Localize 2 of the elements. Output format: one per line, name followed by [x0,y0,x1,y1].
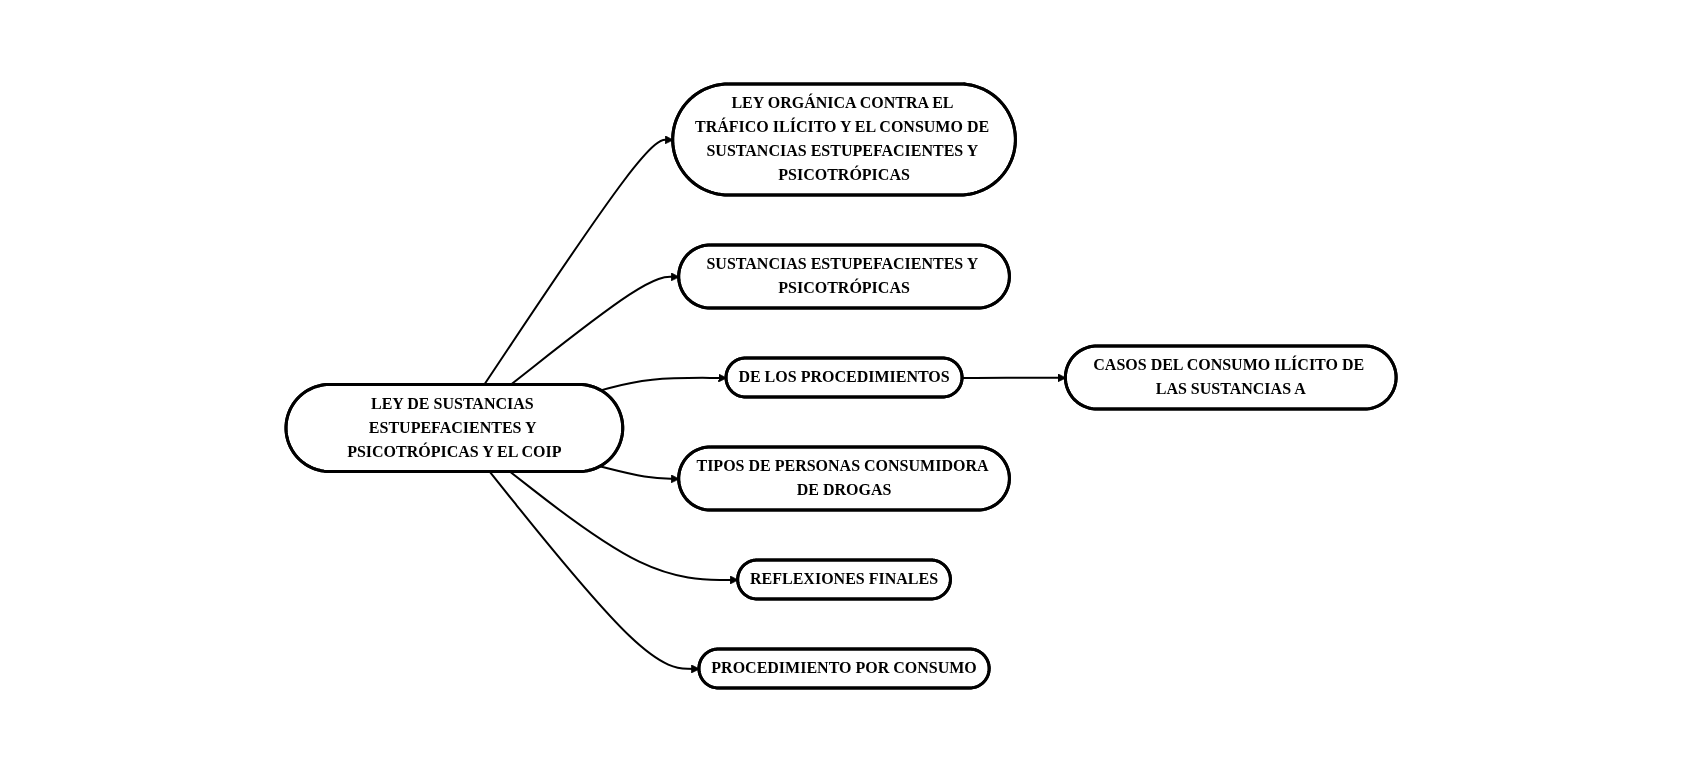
arrow [509,470,739,584]
arrow [962,372,1067,382]
